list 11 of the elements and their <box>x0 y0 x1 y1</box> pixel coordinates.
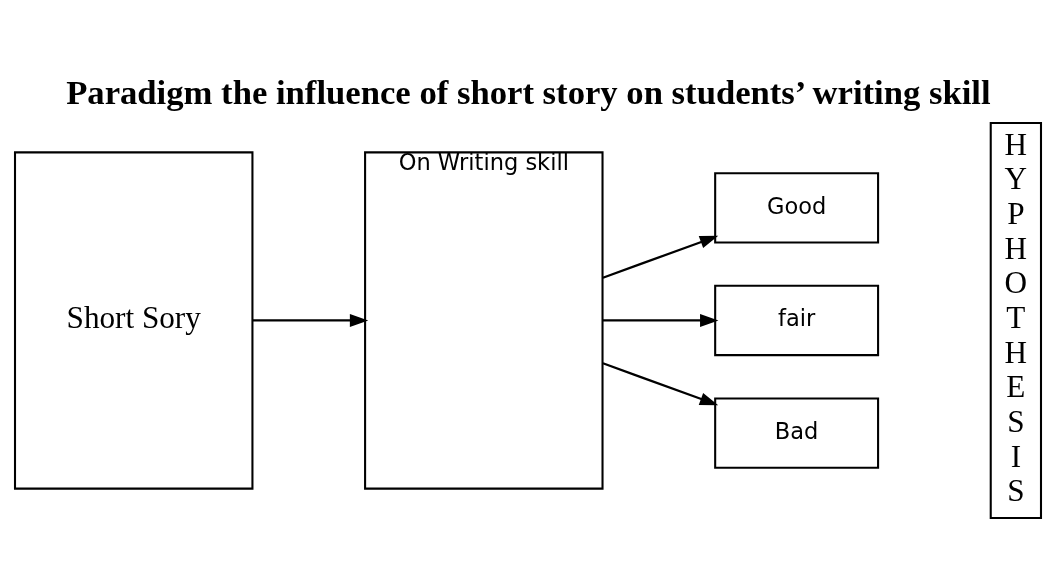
node-box: fair <box>714 284 880 356</box>
node-box: Bad <box>714 396 880 469</box>
node-box: Short Sory <box>13 150 254 490</box>
arrow <box>602 235 719 279</box>
arrow <box>252 313 369 327</box>
arrow <box>602 313 719 327</box>
arrow <box>602 361 719 405</box>
diagram-title: Paradigm the influence of short story on students’ writing skill <box>66 72 991 111</box>
node-box: On Writing skill <box>364 150 604 490</box>
node-box: Good <box>714 171 880 244</box>
node-box: H Y P H O T H E S I S <box>989 121 1043 519</box>
